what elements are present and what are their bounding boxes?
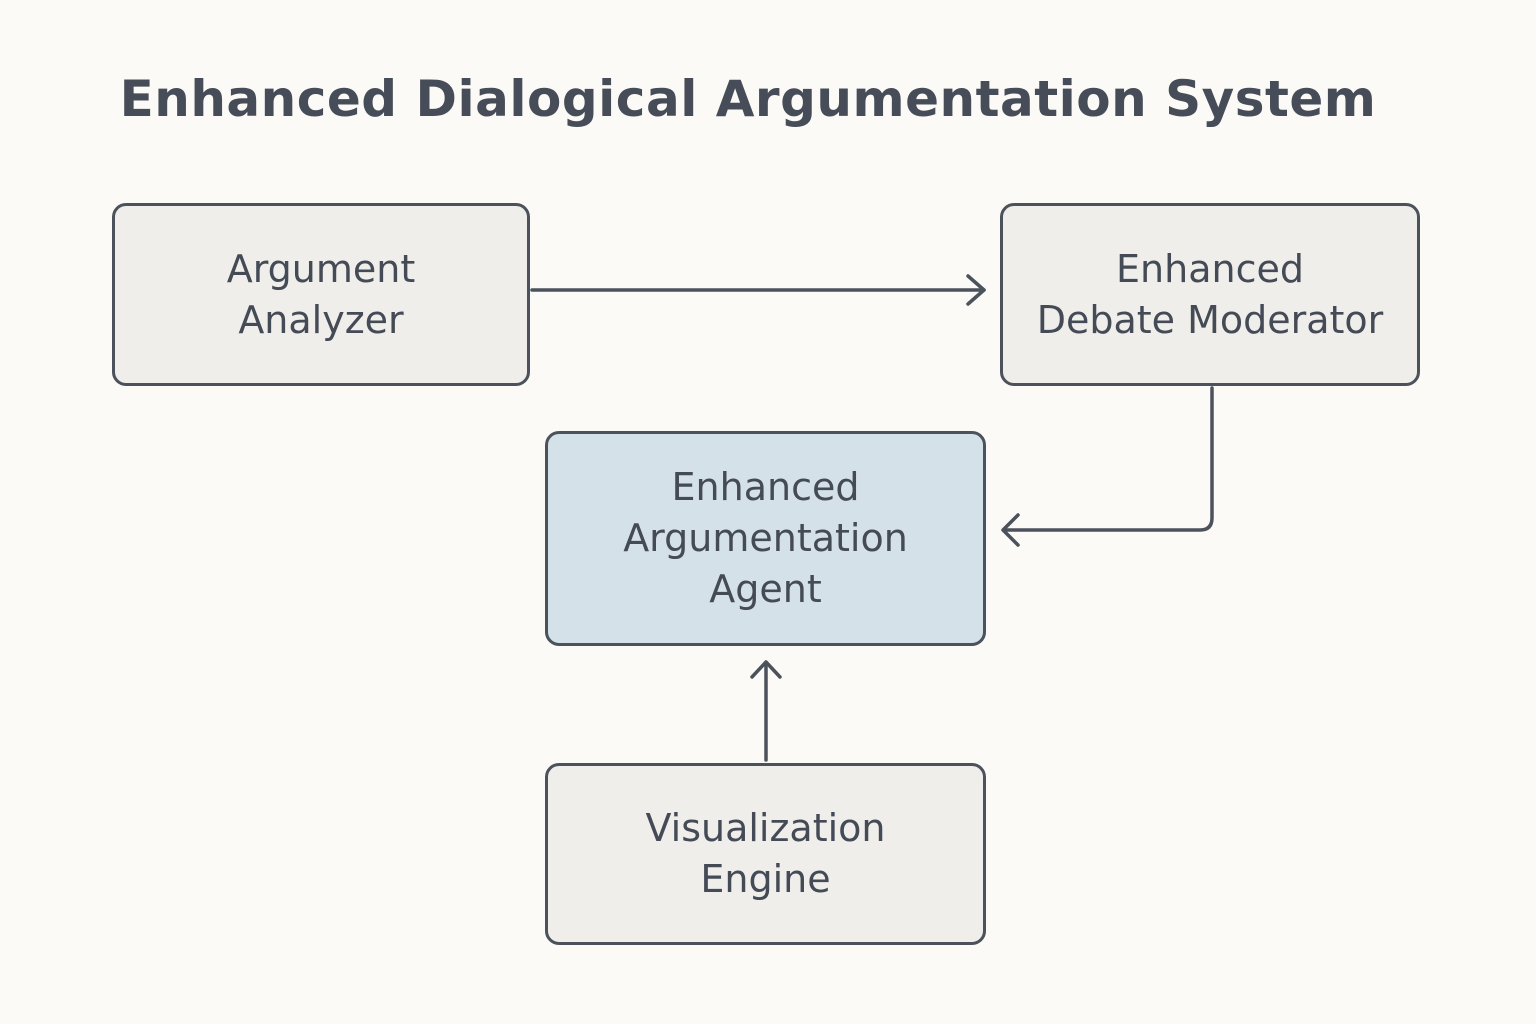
node-argument-analyzer: Argument Analyzer [112,203,530,386]
edge-line [1002,386,1214,532]
node-argumentation-agent: Enhanced Argumentation Agent [545,431,986,646]
node-label-line: Debate Moderator [1036,297,1384,342]
arrowhead-up-icon [750,660,782,679]
node-debate-moderator: Enhanced Debate Moderator [1000,203,1420,386]
edge-moderator-to-agent [1001,386,1214,547]
node-visualization-engine: Visualization Engine [545,763,986,945]
arrowhead-left-icon [1001,513,1020,547]
node-label-line: Argument [226,246,416,291]
edge-visualization-to-agent [750,660,782,762]
node-label-line: Agent [709,567,822,611]
node-label-line: Visualization [645,806,886,850]
arrowhead-right-icon [966,274,986,306]
node-label-line: Analyzer [238,297,404,342]
node-label-line: Enhanced [1116,246,1304,291]
node-label-line: Enhanced [671,465,860,509]
node-label-line: Engine [700,857,831,901]
edge-analyzer-to-moderator [530,274,986,306]
node-label-line: Argumentation [623,516,908,560]
diagram-title: Enhanced Dialogical Argumentation System [119,70,1377,128]
